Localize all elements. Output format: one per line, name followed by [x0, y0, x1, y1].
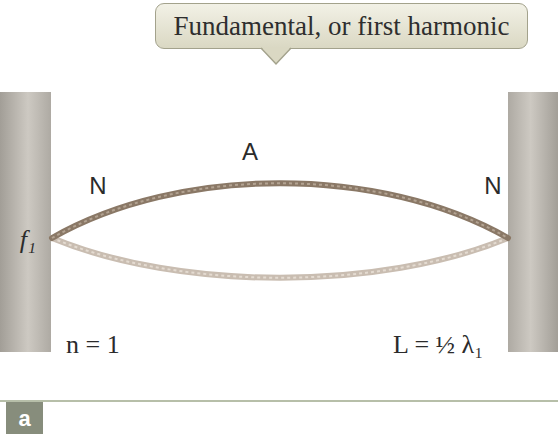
- string-lower-twist: [52, 238, 508, 278]
- harmonic-number: n = 1: [66, 330, 120, 360]
- string-lower: [52, 238, 508, 278]
- frequency-label: f₁: [20, 225, 36, 255]
- antinode-label: A: [242, 138, 258, 166]
- node-label: N: [89, 172, 106, 200]
- node-text: a: [18, 406, 30, 432]
- callout-pointer: [260, 47, 292, 67]
- rule-line: [0, 400, 558, 402]
- string-upper: [52, 183, 508, 238]
- callout-banner: Fundamental, or first harmonic: [155, 3, 528, 49]
- length-equation: L = ½ λ₁: [393, 330, 483, 360]
- figure-tag: a: [6, 402, 43, 434]
- string-upper-twist: [52, 183, 508, 238]
- node-label: N: [484, 172, 501, 200]
- pointer-outline: [261, 48, 291, 64]
- pointer-fill: [261, 47, 291, 64]
- node-text: Fundamental, or first harmonic: [174, 11, 510, 42]
- right-wall: [508, 92, 558, 352]
- left-wall: [0, 92, 51, 352]
